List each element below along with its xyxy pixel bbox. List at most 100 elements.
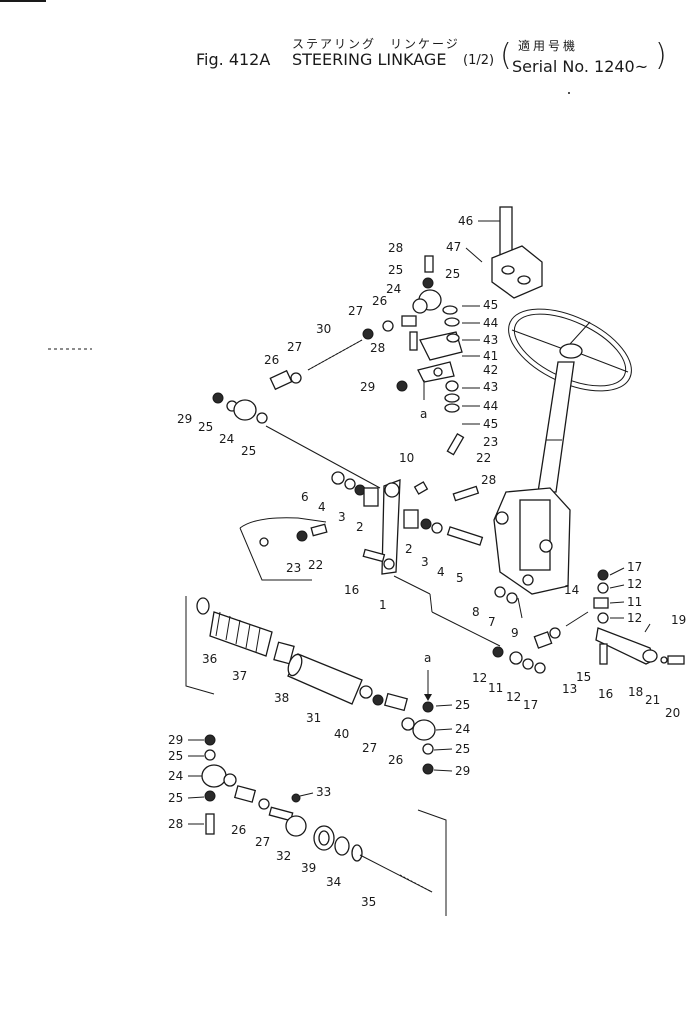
grease-fitting-33 xyxy=(291,793,301,803)
spring-37-coil-2 xyxy=(225,615,231,641)
bracket-hole-left xyxy=(501,265,515,275)
nut-27-upper xyxy=(382,320,394,332)
callout-7: 7 xyxy=(488,615,496,629)
callout-12: 12 xyxy=(627,611,642,625)
nut-25-upper xyxy=(422,277,434,289)
callout-29: 29 xyxy=(360,380,375,394)
washer-21 xyxy=(660,656,668,664)
lever-1-top-hole xyxy=(384,482,400,498)
callout-25e-leader xyxy=(435,704,453,707)
steering-wheel-assembly xyxy=(491,206,632,595)
rod-35-head xyxy=(351,844,363,862)
bushing-2-right xyxy=(403,509,419,529)
leader-lever-down-2 xyxy=(429,593,433,613)
callout-30: 30 xyxy=(316,322,331,336)
washer-45-lower xyxy=(444,403,460,413)
callout-43: 43 xyxy=(483,333,498,347)
callout-4: 4 xyxy=(437,565,445,579)
ball-joint-24-lower-socket xyxy=(401,717,415,731)
lever-1-bottom-hole xyxy=(383,558,395,570)
clip-10 xyxy=(413,481,429,495)
callout-26: 26 xyxy=(388,753,403,767)
leader-lever-down xyxy=(393,575,431,595)
callout-1: 1 xyxy=(379,598,387,612)
nut-29-left xyxy=(212,392,224,404)
washer-44-lower xyxy=(444,393,460,403)
bracket-hole-right xyxy=(517,275,531,285)
callout-12: 12 xyxy=(627,577,642,591)
callout-3: 3 xyxy=(421,555,429,569)
nut-25-lower-a xyxy=(422,701,434,713)
pin-19 xyxy=(644,623,651,633)
cylinder-31-end xyxy=(287,653,303,677)
bolt-22-upper xyxy=(446,432,465,456)
callout-28: 28 xyxy=(481,473,496,487)
callout-43: 43 xyxy=(483,380,498,394)
nut-25-lower-b xyxy=(422,743,434,755)
nut-25-left-2 xyxy=(256,412,268,424)
washer-45-upper xyxy=(442,305,458,315)
callout-44: 44 xyxy=(483,316,498,330)
pin-42 xyxy=(433,367,443,377)
cotter-9 xyxy=(517,597,523,619)
callout-25h-leader xyxy=(187,796,205,799)
callout-26: 26 xyxy=(372,294,387,308)
bolt-20 xyxy=(667,655,685,665)
callout-22: 22 xyxy=(308,558,323,572)
callout-28: 28 xyxy=(370,341,385,355)
callout-24: 24 xyxy=(455,722,470,736)
nut-12-mid-2 xyxy=(522,658,534,670)
callout-24c-leader xyxy=(435,728,453,731)
wheel-hub xyxy=(559,343,583,359)
shaft-5 xyxy=(446,526,484,546)
washer-23-mid xyxy=(296,530,308,542)
callout-29c-leader xyxy=(433,769,453,772)
fitting-11-right xyxy=(593,597,609,609)
nut-25-bottom xyxy=(204,749,216,761)
ball-joint-24-socket xyxy=(412,298,428,314)
serial-bracket-close: ) xyxy=(655,38,667,73)
callout-45: 45 xyxy=(483,417,498,431)
callout-25: 25 xyxy=(168,791,183,805)
nut-27-upper-2 xyxy=(362,328,374,340)
bolt-16-mid xyxy=(362,548,386,563)
middle-lever xyxy=(239,471,523,647)
frame-outline-bottom xyxy=(239,527,312,581)
callout-33-leader xyxy=(299,792,314,797)
figure-number: Fig. 412A xyxy=(196,50,271,69)
callout-29: 29 xyxy=(177,412,192,426)
callout-28: 28 xyxy=(388,241,403,255)
arm-18-eye xyxy=(642,649,658,663)
left-ball-joint xyxy=(212,369,381,489)
column-bracket xyxy=(491,245,543,299)
nut-17-right xyxy=(597,569,609,581)
serial-label-japanese: 適用号機 xyxy=(518,39,579,53)
callout-12: 12 xyxy=(506,690,521,704)
stud-14 xyxy=(565,611,589,627)
callout-17: 17 xyxy=(627,560,642,574)
frame-hole xyxy=(259,537,269,547)
lever-1 xyxy=(381,479,401,575)
seal-39-inner xyxy=(318,830,330,846)
callout-14: 14 xyxy=(564,583,579,597)
sleeve-26-upper xyxy=(401,315,417,327)
top-corner-rule xyxy=(0,0,46,2)
serial-number: Serial No. 1240~ xyxy=(512,57,649,76)
callout-26: 26 xyxy=(231,823,246,837)
callout-42: 42 xyxy=(483,363,498,377)
spring-37-coil-1 xyxy=(215,611,221,637)
spring-37-coil-5 xyxy=(255,627,261,653)
callout-47-leader xyxy=(465,247,483,263)
spring-37-coil-4 xyxy=(245,623,251,649)
callout-27: 27 xyxy=(287,340,302,354)
callout-29: 29 xyxy=(455,764,470,778)
callout-19: 19 xyxy=(671,613,686,627)
gearbox-boss-right xyxy=(539,539,553,553)
nut-7 xyxy=(506,592,518,604)
callout-25: 25 xyxy=(455,742,470,756)
callout-35: 35 xyxy=(361,895,376,909)
ball-joint-24-bottom xyxy=(201,764,227,788)
rod-35 xyxy=(359,854,433,893)
nut-17-mid xyxy=(534,662,546,674)
sheet-fraction: (1/2) xyxy=(463,53,495,68)
